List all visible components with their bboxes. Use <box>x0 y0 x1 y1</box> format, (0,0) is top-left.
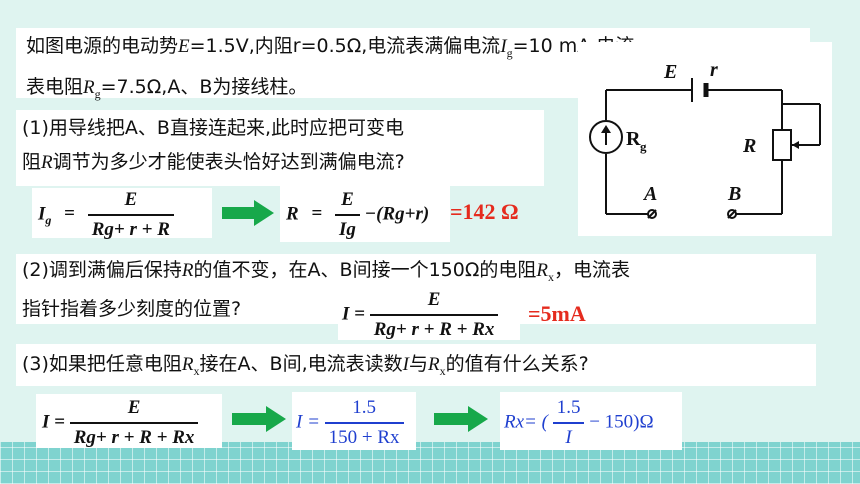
label-A: A <box>642 183 657 205</box>
q3-eq2-box <box>292 392 416 450</box>
intro-line-1: 如图电源的电动势E=1.5V,内阻r=0.5Ω,电流表满偏电流Ig=10 mA,… <box>26 35 635 60</box>
q3-text: (3)如果把任意电阻Rx接在A、B间,电流表读数I与Rx的值有什么关系? <box>22 353 589 378</box>
q2-eq-box <box>338 286 520 340</box>
q2-line-1: (2)调到满偏后保持R的值不变，在A、B间接一个150Ω的电阻Rx，电流表 <box>22 259 630 284</box>
q3-box <box>16 344 816 386</box>
label-B: B <box>727 183 741 205</box>
label-Rg: R <box>626 128 641 150</box>
q1-eq1-box <box>32 188 212 238</box>
q1-eq2-box <box>280 186 450 242</box>
slider-arrow-icon <box>792 141 799 149</box>
q1-text: (1)用导线把A、B直接连起来,此时应把可变电 阻R调节为多少才能使表头恰好达到… <box>22 114 542 177</box>
decorative-grid-band <box>0 442 860 484</box>
q1-answer: =142 Ω <box>450 199 519 224</box>
circuit-diagram: E r R g R A B <box>589 59 821 219</box>
label-R: R <box>742 135 756 157</box>
label-E: E <box>663 61 677 83</box>
arrow-icon-q1 <box>222 200 274 226</box>
intro-text: 如图电源的电动势E=1.5V,内阻r=0.5Ω,电流表满偏电流Ig=10 mA,… <box>26 32 816 108</box>
arrow-icon-q3-b <box>434 406 488 432</box>
label-Rg-sub: g <box>640 139 647 154</box>
q2-answer: =5mA <box>528 301 586 326</box>
ammeter-arrow-icon <box>601 125 611 133</box>
q3-eq3-box <box>500 392 682 450</box>
q2-line-2: 指针指着多少刻度的位置? <box>22 297 242 320</box>
label-r: r <box>710 59 718 81</box>
q1-line-1: (1)用导线把A、B直接连起来,此时应把可变电 <box>22 117 404 139</box>
intro-line-2: 表电阻Rg=7.5Ω,A、B为接线柱。 <box>26 75 308 101</box>
arrow-icon-q3-a <box>232 406 286 432</box>
q1-line-2: 阻R调节为多少才能使表头恰好达到满偏电流? <box>22 151 405 173</box>
circuit-box <box>578 42 832 236</box>
q2-text: (2)调到满偏后保持R的值不变，在A、B间接一个150Ω的电阻Rx，电流表 指针… <box>22 256 822 323</box>
q3-eq1-box <box>36 394 222 448</box>
q1-box <box>16 110 544 186</box>
